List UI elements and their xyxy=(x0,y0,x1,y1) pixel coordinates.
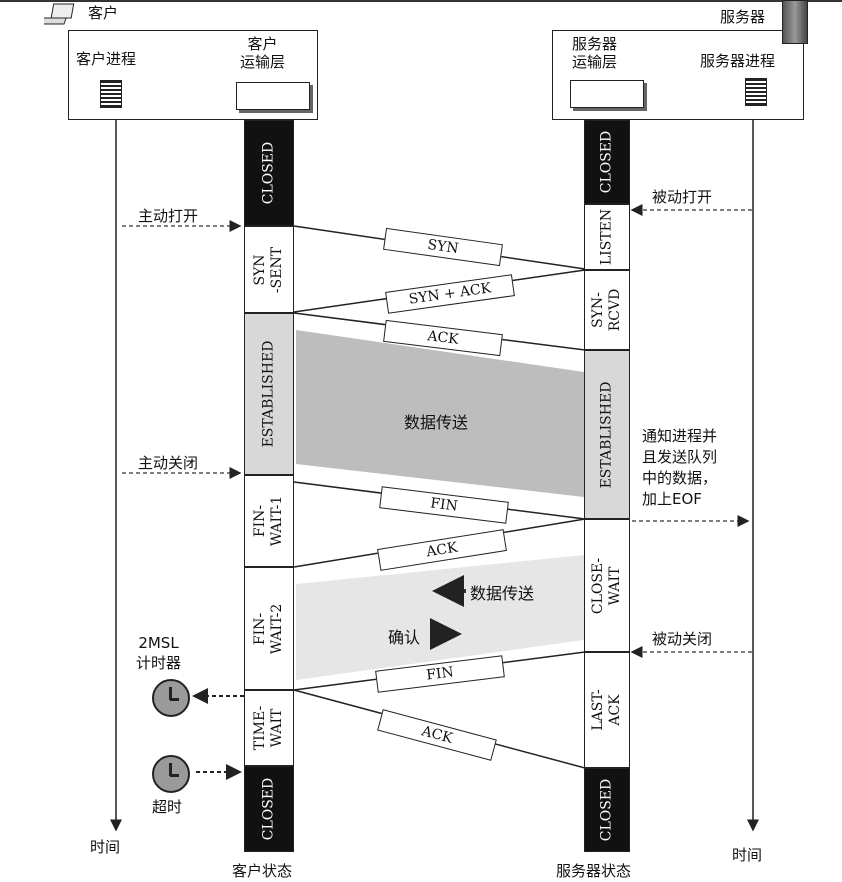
server-state-last-ack: LAST- ACK xyxy=(584,652,630,768)
top-border xyxy=(0,0,842,2)
laptop-icon xyxy=(37,2,80,28)
client-state-closed-end: CLOSED xyxy=(244,766,294,852)
data-transfer-label: 数据传送 xyxy=(404,413,469,432)
client-state-established: ESTABLISHED xyxy=(244,313,294,475)
server-icon xyxy=(782,0,808,44)
client-state-closed: CLOSED xyxy=(244,120,294,226)
timeout-label: 超时 xyxy=(152,798,183,816)
client-state-fin-wait-2: FIN- WAIT-2 xyxy=(244,567,294,690)
passive-close-label: 被动关闭 xyxy=(652,630,713,648)
active-open-label: 主动打开 xyxy=(138,207,199,225)
server-state-closed: CLOSED xyxy=(584,120,630,204)
timer-clock-icon xyxy=(152,679,190,717)
client-state-fin-wait-1: FIN- WAIT-1 xyxy=(244,475,294,567)
server-transport-box xyxy=(570,80,644,108)
timeout-clock-icon xyxy=(152,755,190,793)
client-states-title: 客户状态 xyxy=(232,862,293,880)
server-state-syn-rcvd: SYN- RCVD xyxy=(584,270,630,350)
server-transport-label: 服务器 运输层 xyxy=(572,35,618,71)
client-transport-label: 客户 运输层 xyxy=(240,35,286,71)
server-state-established: ESTABLISHED xyxy=(584,350,630,519)
server-state-closed-end: CLOSED xyxy=(584,768,630,852)
data-transfer-area-2 xyxy=(296,555,584,680)
server-process-label: 服务器进程 xyxy=(700,52,776,70)
server-state-listen: LISTEN xyxy=(584,204,630,270)
passive-open-label: 被动打开 xyxy=(652,188,713,206)
client-state-time-wait: TIME- WAIT xyxy=(244,690,294,766)
client-state-syn-sent: SYN -SENT xyxy=(244,226,294,313)
server-icon-label: 服务器 xyxy=(720,8,766,26)
timer-label: 2MSL 计时器 xyxy=(136,634,182,672)
client-transport-box xyxy=(236,82,310,110)
active-close-label: 主动关闭 xyxy=(138,454,199,472)
client-time-label: 时间 xyxy=(90,838,121,856)
server-time-label: 时间 xyxy=(732,846,763,864)
server-process-doc-icon xyxy=(745,78,767,106)
server-states-title: 服务器状态 xyxy=(556,862,632,880)
client-icon-label: 客户 xyxy=(88,4,119,22)
server-state-close-wait: CLOSE- WAIT xyxy=(584,519,630,652)
notify-label: 通知进程并 且发送队列 中的数据， 加上EOF xyxy=(642,427,718,508)
data-transfer-area xyxy=(296,330,584,497)
data-transfer-label-2: 数据传送 xyxy=(470,584,535,603)
client-process-label: 客户进程 xyxy=(76,50,137,68)
client-process-doc-icon xyxy=(100,80,122,108)
ack-label: 确认 xyxy=(388,628,421,647)
